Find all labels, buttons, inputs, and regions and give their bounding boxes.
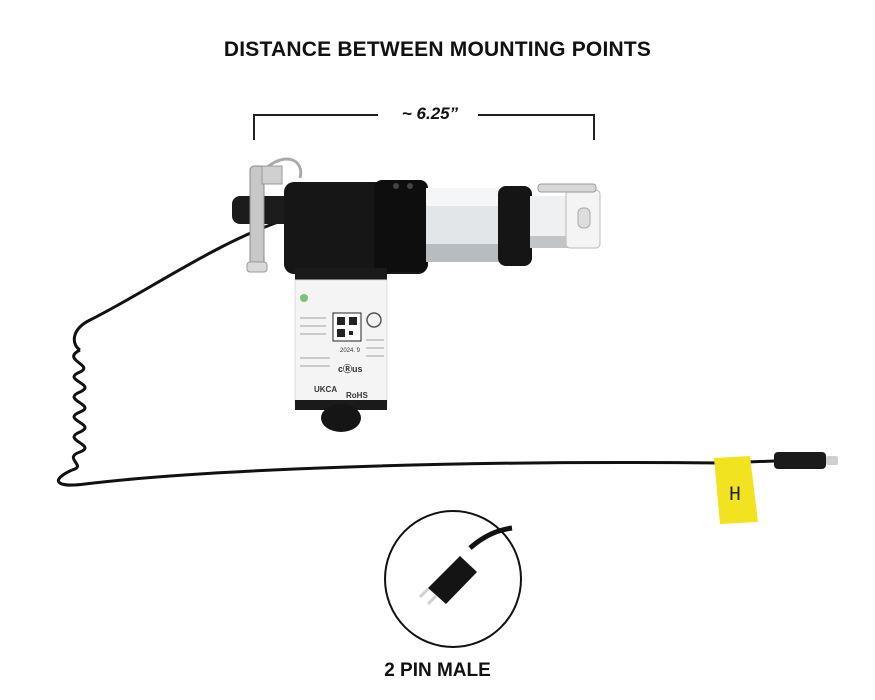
rear-clevis-mount <box>232 157 303 273</box>
ul-mark: cⓇus <box>338 363 363 374</box>
actuator-tube <box>426 186 570 266</box>
brand-logo-icon <box>300 294 308 302</box>
gearbox-housing <box>284 180 428 274</box>
cable-tag <box>714 456 758 524</box>
page-title: DISTANCE BETWEEN MOUNTING POINTS <box>223 38 652 61</box>
dimension-bracket <box>253 114 595 140</box>
dimension-label: ~ 6.25” <box>401 104 459 123</box>
connector-inset <box>384 510 522 648</box>
front-clevis-mount <box>537 183 601 249</box>
label-date-text: 2024. 9 <box>340 348 361 354</box>
cable-plug <box>774 452 838 469</box>
rohs-mark: RoHS <box>346 391 368 400</box>
cable-tag-letter: H <box>729 483 741 505</box>
motor-can <box>294 268 388 432</box>
connector-caption: 2 PIN MALE <box>384 660 491 681</box>
ukca-mark: UKCA <box>314 385 337 394</box>
certification-mark-icon <box>366 312 382 328</box>
